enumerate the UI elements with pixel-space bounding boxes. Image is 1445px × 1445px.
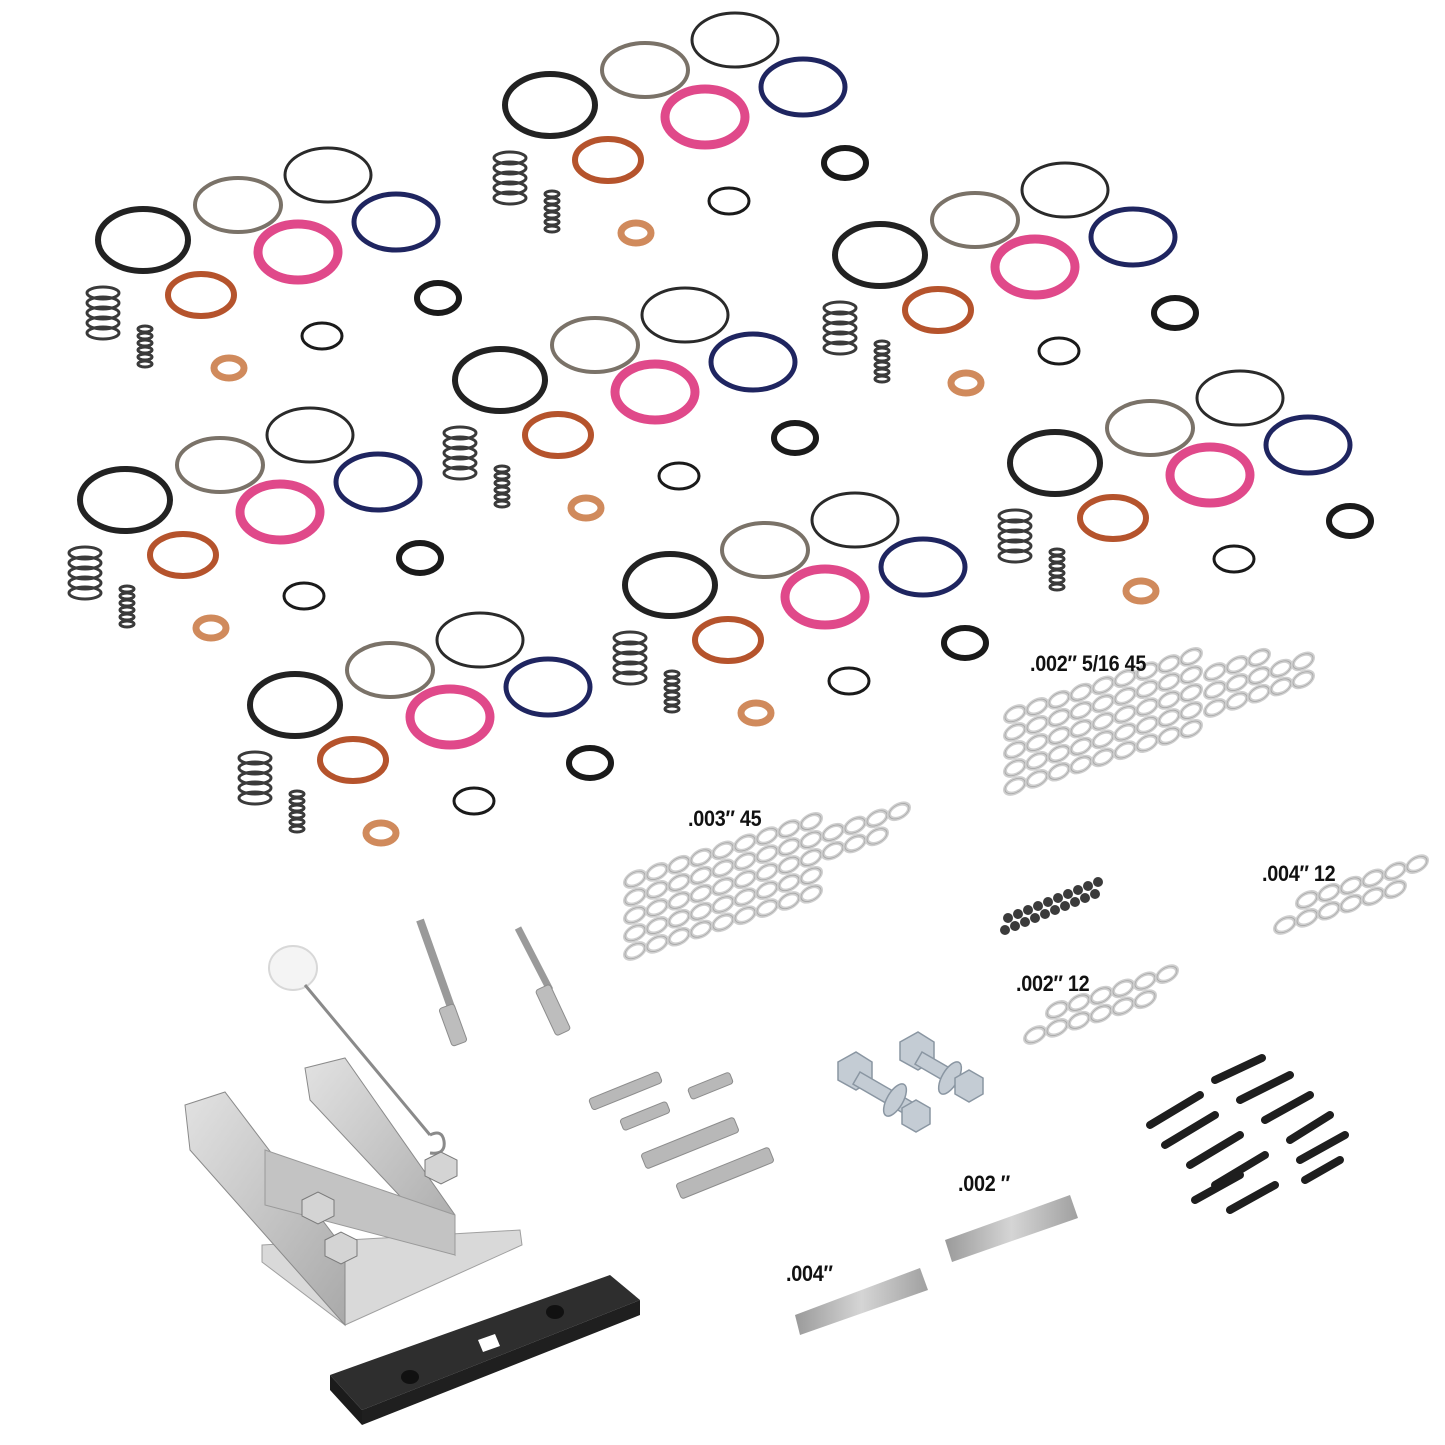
shim-group-002-5-16-extra [1205, 633, 1313, 718]
hex-bolts [837, 1031, 984, 1133]
cap-screws [1146, 1054, 1349, 1214]
hex-extension-1 [416, 918, 468, 1047]
shim-strip-002 [945, 1195, 1078, 1262]
seal-kit-4 [444, 288, 816, 518]
hex-extension-2 [514, 926, 571, 1036]
label-strip-002: .002 ″ [958, 1171, 1010, 1196]
seal-kit-1 [494, 13, 866, 243]
seal-kit-8 [239, 613, 611, 843]
driver-bits [588, 1071, 774, 1199]
label-shim-004-12: .004″ 12 [1262, 861, 1336, 886]
label-shim-003-45: .003″ 45 [688, 806, 762, 831]
seal-kit-2 [87, 148, 459, 378]
shim-group-003 [625, 783, 909, 961]
seal-kit-6 [69, 408, 441, 638]
steel-balls [1000, 877, 1103, 935]
black-plate [330, 1275, 640, 1425]
label-shim-002-12: .002″ 12 [1016, 971, 1090, 996]
seal-kit-5 [999, 371, 1371, 601]
shim-strip-004 [795, 1268, 928, 1335]
injector-holding-fixture [184, 1057, 523, 1327]
seal-kit-7 [614, 493, 986, 723]
label-strip-004: .004″ [786, 1261, 833, 1286]
seal-kit-3 [824, 163, 1196, 393]
label-shim-002-5-16-45: .002″ 5/16 45 [1030, 651, 1147, 676]
swab-tool [268, 945, 446, 1155]
